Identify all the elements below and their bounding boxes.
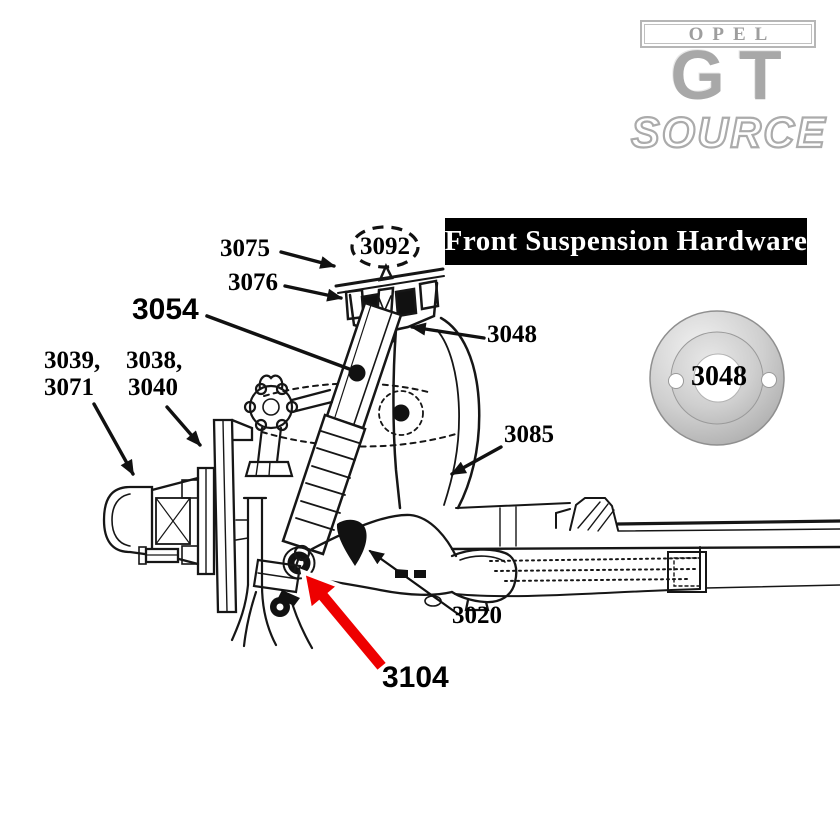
part-label-3075: 3075 (220, 235, 270, 262)
part-label-3054: 3054 (132, 293, 199, 326)
ball-joint-knuckle-drawing (243, 374, 334, 478)
washer-inset-part-number: 3048 (691, 361, 747, 392)
source-logo-text: SOURCE (630, 109, 827, 157)
diagram-title: Front Suspension Hardware (444, 225, 808, 257)
part-label-3038: 3038, (126, 347, 183, 374)
part-label-3092: 3092 (360, 233, 410, 260)
red-highlight-arrow (300, 568, 392, 676)
part-label-3020: 3020 (452, 602, 502, 629)
steering-linkage-drawing (230, 496, 314, 650)
part-label-3085: 3085 (504, 421, 554, 448)
frame-rail-drawing (450, 497, 840, 598)
washer-photo-inset (649, 310, 785, 446)
opel-emblem: OPEL (640, 20, 816, 48)
title-banner: Front Suspension Hardware (445, 218, 807, 265)
opel-emblem-inner-border: OPEL (644, 24, 812, 44)
leader-line-3054 (205, 314, 366, 382)
gt-logo-text: GT (670, 36, 796, 114)
part-label-3048: 3048 (487, 321, 537, 348)
part-label-3039: 3039, (44, 347, 101, 374)
part-label-3104: 3104 (382, 661, 449, 694)
opel-logo-text: OPEL (688, 23, 777, 45)
hub-spindle-drawing (102, 418, 254, 614)
part-label-3076: 3076 (228, 269, 278, 296)
part-label-3071: 3071 (44, 374, 94, 401)
part-label-3040: 3040 (128, 374, 178, 401)
part-3092-dashed-circle (350, 225, 420, 269)
pointer-arrows (92, 250, 503, 616)
